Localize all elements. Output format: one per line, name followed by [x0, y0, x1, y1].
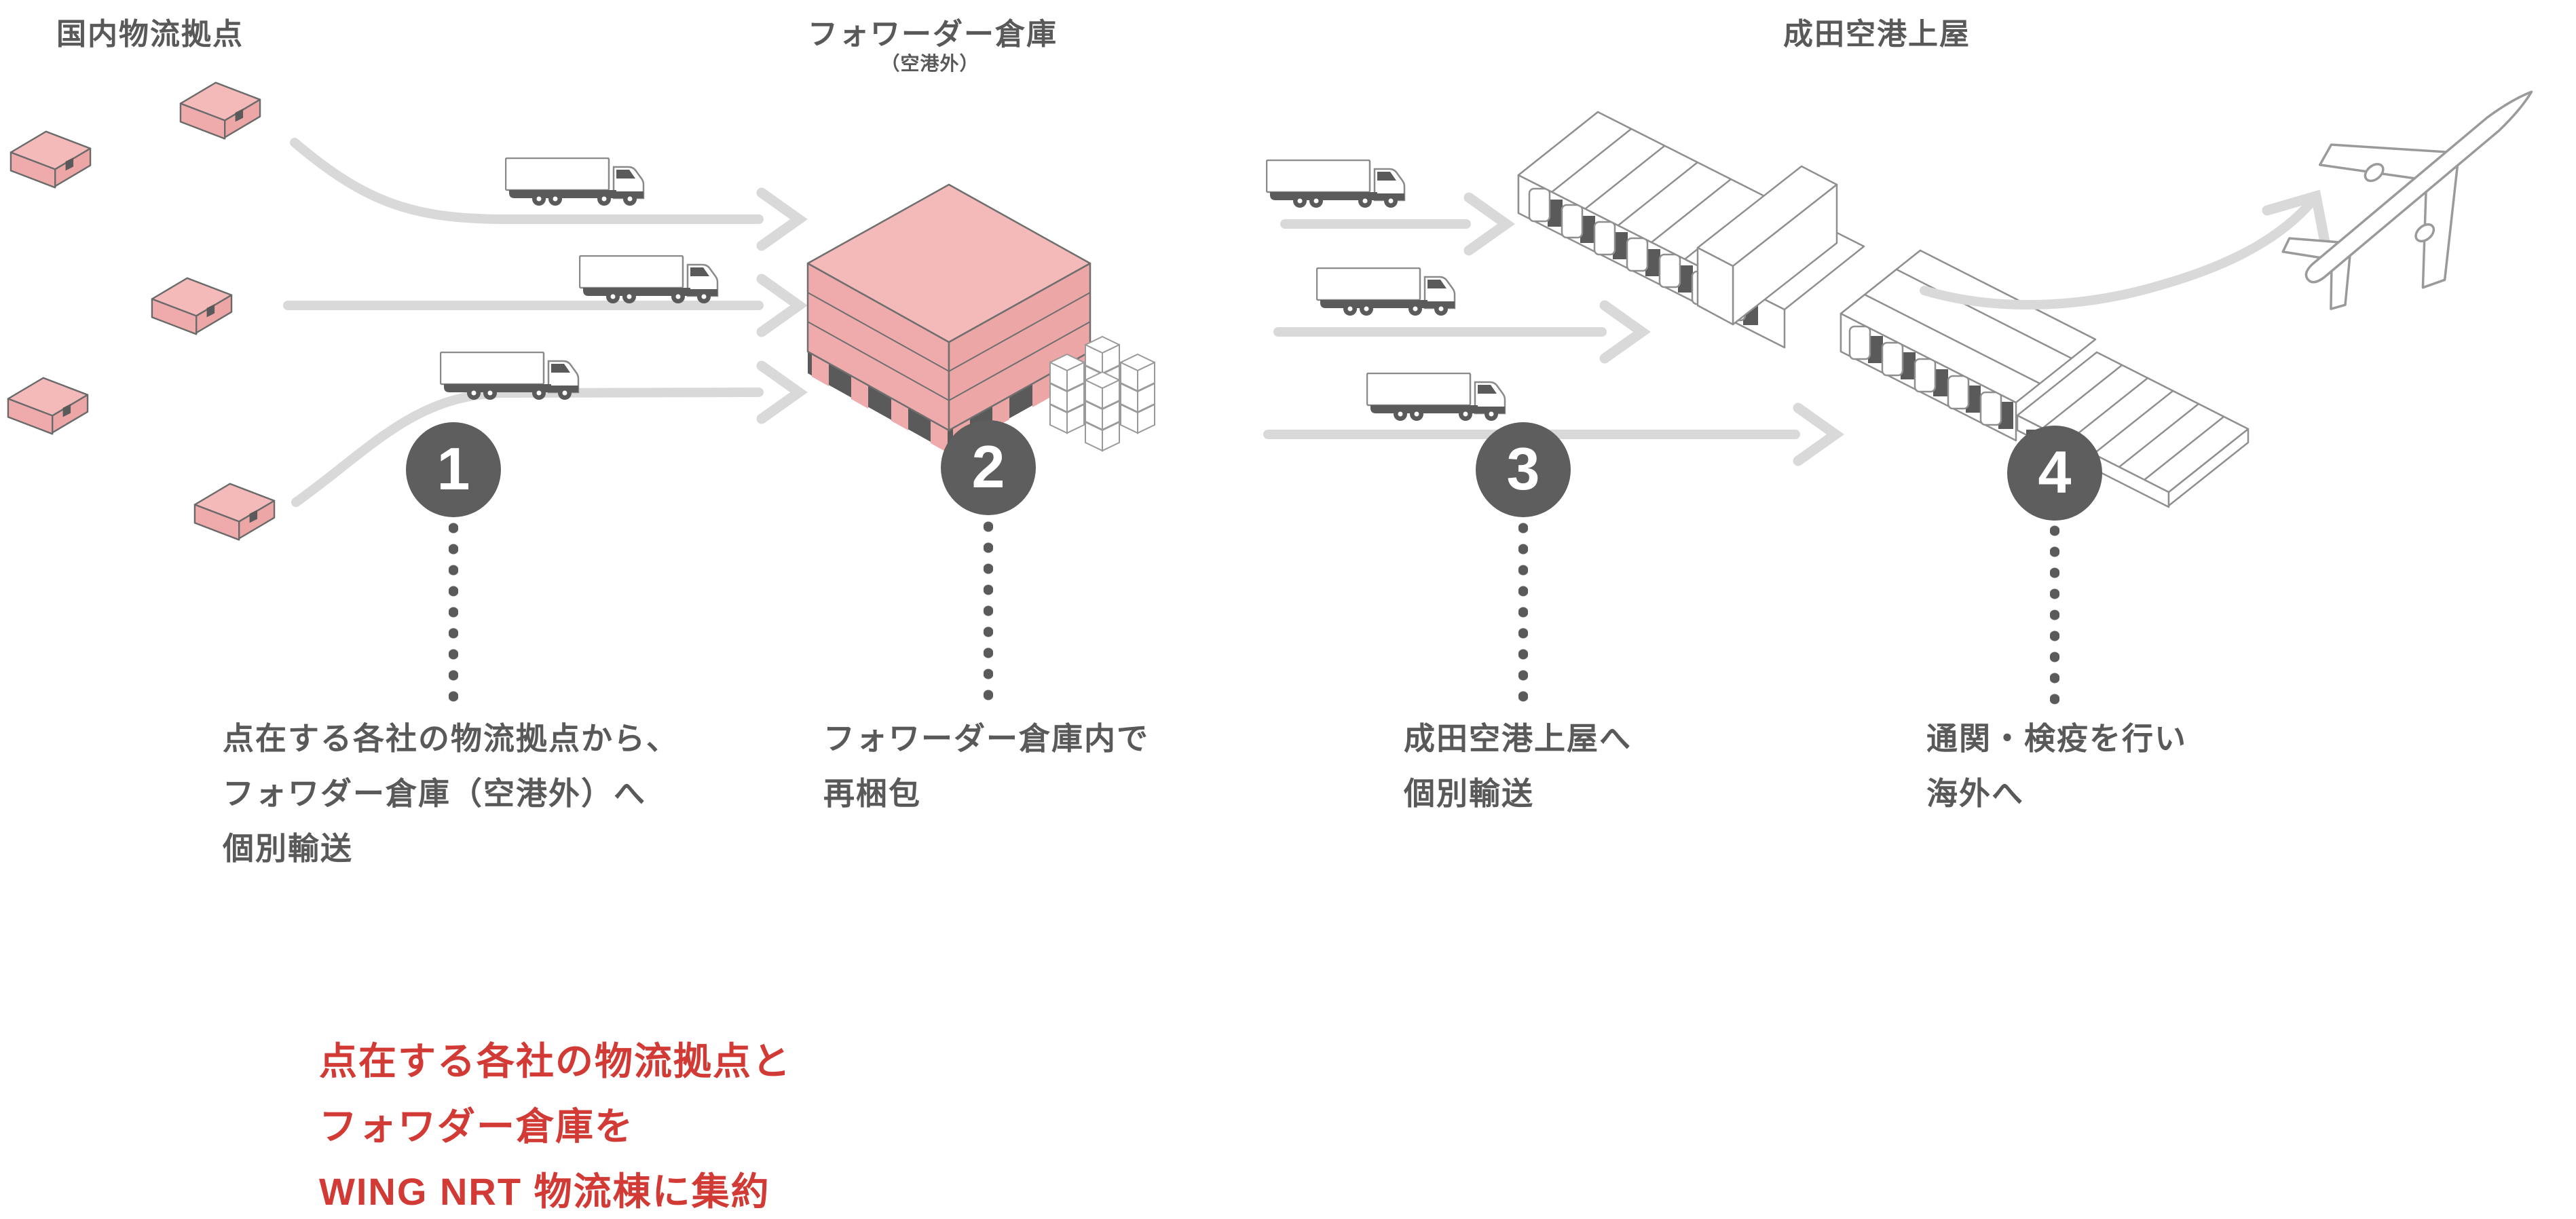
domestic-bases-houses	[7, 81, 276, 541]
dotted-connector	[1518, 523, 1528, 707]
label-forwarder-warehouse: フォワーダー倉庫	[808, 18, 1058, 51]
step-1-line-1: 点在する各社の物流拠点から、	[223, 721, 679, 756]
house-icon	[193, 483, 276, 541]
house-icon	[179, 81, 261, 140]
step-4-badge: 4	[2007, 426, 2102, 521]
truck-icon	[579, 255, 719, 304]
step-2-line-2: 再梱包	[823, 776, 921, 811]
truck-icon	[505, 157, 645, 206]
arrowhead-icon	[2262, 189, 2331, 251]
step-3-description: 成田空港上屋へ 個別輸送	[1404, 711, 1632, 821]
house-icon	[7, 377, 89, 435]
step-1-description: 点在する各社の物流拠点から、 フォワダー倉庫（空港外）へ 個別輸送	[223, 711, 679, 876]
step-3-line-1: 成田空港上屋へ	[1404, 721, 1632, 756]
arrowhead-icon	[1793, 402, 1844, 466]
step-4-description: 通関・検疫を行い 海外へ	[1926, 711, 2187, 821]
step-1-badge: 1	[406, 422, 501, 517]
callout-line-2: フォワダー倉庫を	[319, 1105, 634, 1148]
callout-line-3: WING NRT 物流棟に集約	[319, 1170, 770, 1213]
narita-shed-icon	[1517, 111, 2250, 508]
dotted-connector	[984, 521, 993, 706]
step-3-badge: 3	[1476, 422, 1571, 517]
truck-icon	[1316, 267, 1456, 316]
arrowhead-icon	[756, 360, 808, 424]
step-2-badge: 2	[941, 420, 1036, 515]
step-3-line-2: 個別輸送	[1404, 776, 1534, 811]
label-domestic-bases: 国内物流拠点	[56, 18, 244, 51]
airplane-icon	[2281, 90, 2533, 310]
house-icon	[151, 277, 233, 335]
step-2-line-1: フォワーダー倉庫内で	[823, 721, 1149, 756]
trucks-to-forwarder	[440, 157, 719, 400]
house-icon	[10, 130, 92, 189]
arrowhead-icon	[1463, 192, 1515, 256]
arrowhead-icon	[1599, 300, 1651, 364]
arrowhead-icon	[756, 274, 808, 337]
forwarder-warehouse-icon	[806, 183, 1091, 453]
label-forwarder-warehouse-sub: （空港外）	[880, 53, 979, 74]
takeoff-arrow	[1920, 189, 2331, 310]
arrowhead-icon	[756, 187, 808, 251]
consolidation-callout: 点在する各社の物流拠点と フォワダー倉庫を WING NRT 物流棟に集約	[319, 1029, 791, 1219]
step-1-line-3: 個別輸送	[223, 831, 353, 866]
dotted-connector	[2050, 525, 2059, 710]
truck-icon	[1266, 160, 1406, 208]
step-4-line-2: 海外へ	[1926, 776, 2024, 811]
step-2-description: フォワーダー倉庫内で 再梱包	[823, 711, 1149, 821]
truck-icon	[1366, 373, 1506, 421]
lane-arrows-domestic-to-forwarder	[283, 138, 808, 507]
callout-line-1: 点在する各社の物流拠点と	[319, 1040, 791, 1083]
step-4-line-1: 通関・検疫を行い	[1926, 721, 2187, 756]
label-narita-shed: 成田空港上屋	[1783, 18, 1971, 51]
step-1-line-2: フォワダー倉庫（空港外）へ	[223, 776, 646, 811]
dotted-connector	[449, 523, 458, 707]
